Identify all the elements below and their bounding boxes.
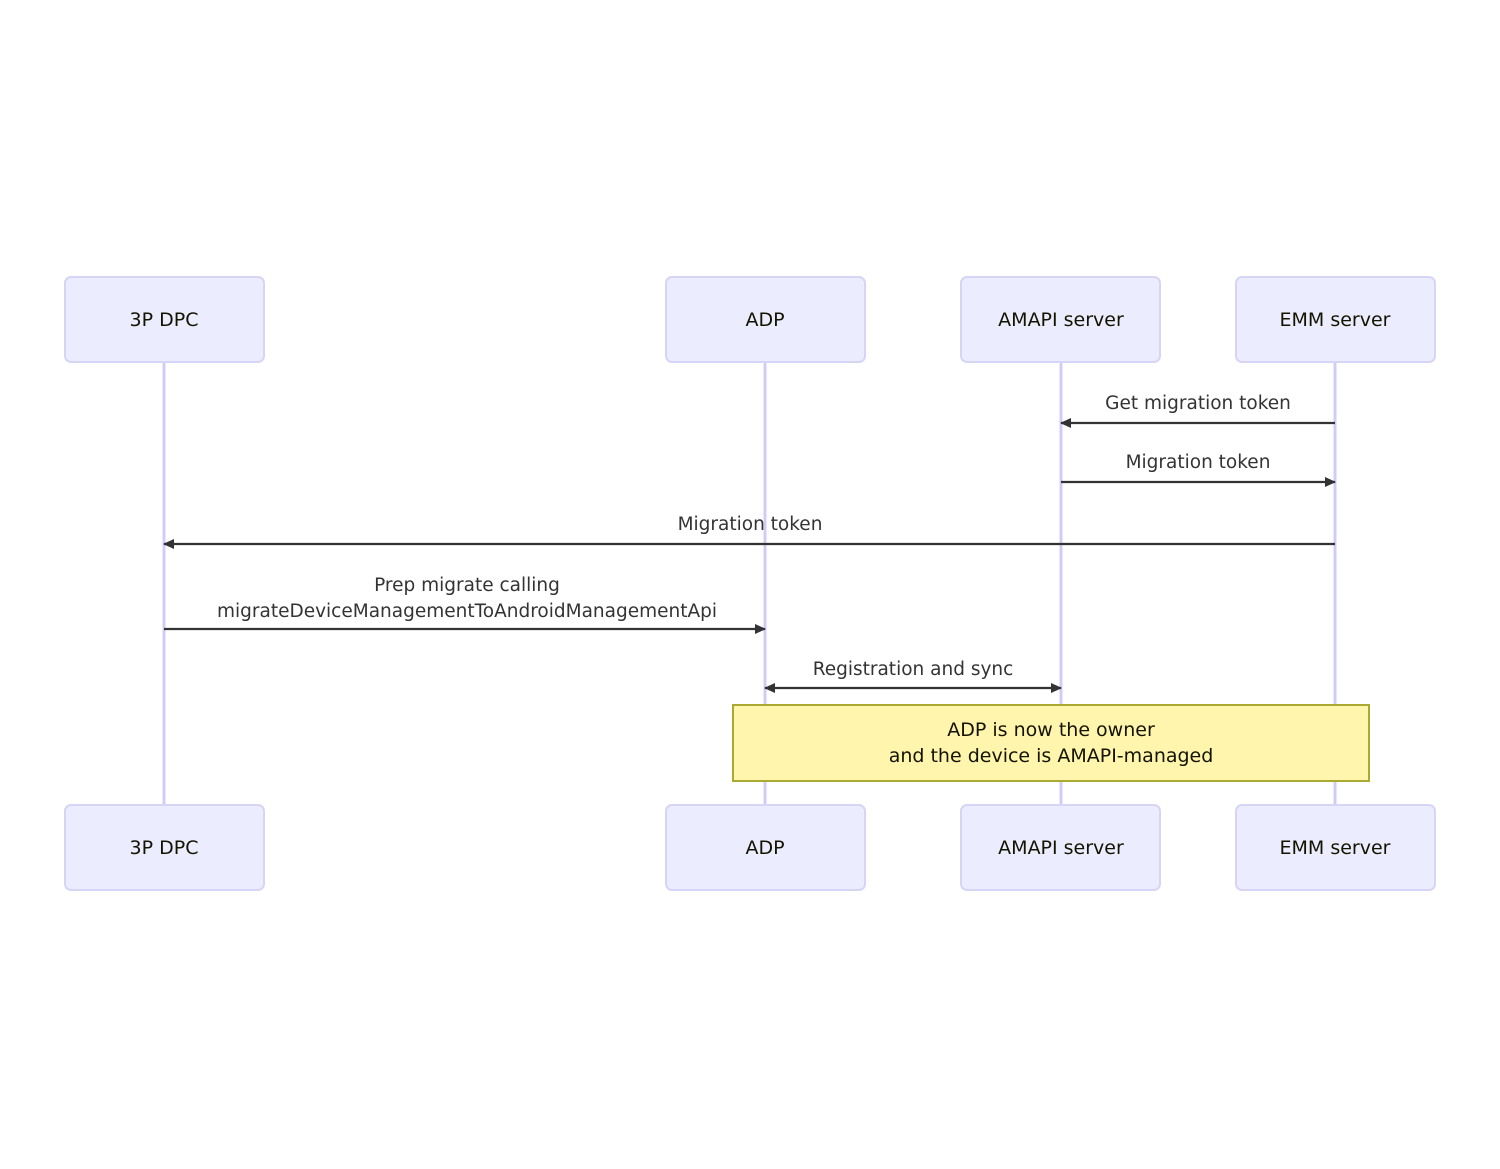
note-text-line2: and the device is AMAPI-managed [889, 745, 1214, 767]
note-box [732, 704, 1370, 782]
actor-boxes-top: 3P DPC ADP AMAPI server EMM server [64, 276, 1436, 363]
participant-box-dpc [64, 276, 265, 363]
participant-adp-bottom[interactable]: ADP [665, 804, 866, 891]
participant-label-amapi: AMAPI server [998, 837, 1124, 859]
participant-label-emm: EMM server [1280, 837, 1391, 859]
message-m4[interactable]: Prep migrate calling migrateDeviceManagem… [164, 575, 766, 634]
message-label-m4-line1: Prep migrate calling [374, 575, 560, 596]
participant-dpc-bottom[interactable]: 3P DPC [64, 804, 265, 891]
participant-amapi-top[interactable]: AMAPI server [960, 276, 1161, 363]
message-m2[interactable]: Migration token [1061, 452, 1336, 487]
notes-group: ADP is now the owner and the device is AM… [732, 704, 1370, 782]
note-n1: ADP is now the owner and the device is AM… [732, 704, 1370, 782]
participant-box-emm [1235, 276, 1436, 363]
note-text-line1: ADP is now the owner [947, 719, 1155, 741]
participant-label-amapi: AMAPI server [998, 309, 1124, 331]
participant-label-dpc: 3P DPC [130, 309, 199, 331]
participant-label-adp: ADP [745, 837, 784, 859]
participant-label-adp: ADP [745, 309, 784, 331]
participant-emm-bottom[interactable]: EMM server [1235, 804, 1436, 891]
participant-box-dpc [64, 804, 265, 891]
participant-box-adp [665, 276, 866, 363]
message-m1[interactable]: Get migration token [1060, 393, 1335, 428]
message-label-m5: Registration and sync [813, 659, 1014, 680]
participant-adp-top[interactable]: ADP [665, 276, 866, 363]
message-label-m3: Migration token [678, 514, 823, 535]
message-m3[interactable]: Migration token [163, 514, 1335, 549]
participant-box-amapi [960, 276, 1161, 363]
participant-box-amapi [960, 804, 1161, 891]
participant-dpc-top[interactable]: 3P DPC [64, 276, 265, 363]
message-label-m4-line2: migrateDeviceManagementToAndroidManageme… [217, 601, 717, 622]
message-m5[interactable]: Registration and sync [764, 659, 1062, 693]
participant-box-emm [1235, 804, 1436, 891]
participant-emm-top[interactable]: EMM server [1235, 276, 1436, 363]
message-label-m1: Get migration token [1105, 393, 1291, 414]
participant-label-emm: EMM server [1280, 309, 1391, 331]
message-label-m2: Migration token [1126, 452, 1271, 473]
participant-amapi-bottom[interactable]: AMAPI server [960, 804, 1161, 891]
actor-boxes-bottom: 3P DPC ADP AMAPI server EMM server [64, 804, 1436, 891]
participant-box-adp [665, 804, 866, 891]
participant-label-dpc: 3P DPC [130, 837, 199, 859]
